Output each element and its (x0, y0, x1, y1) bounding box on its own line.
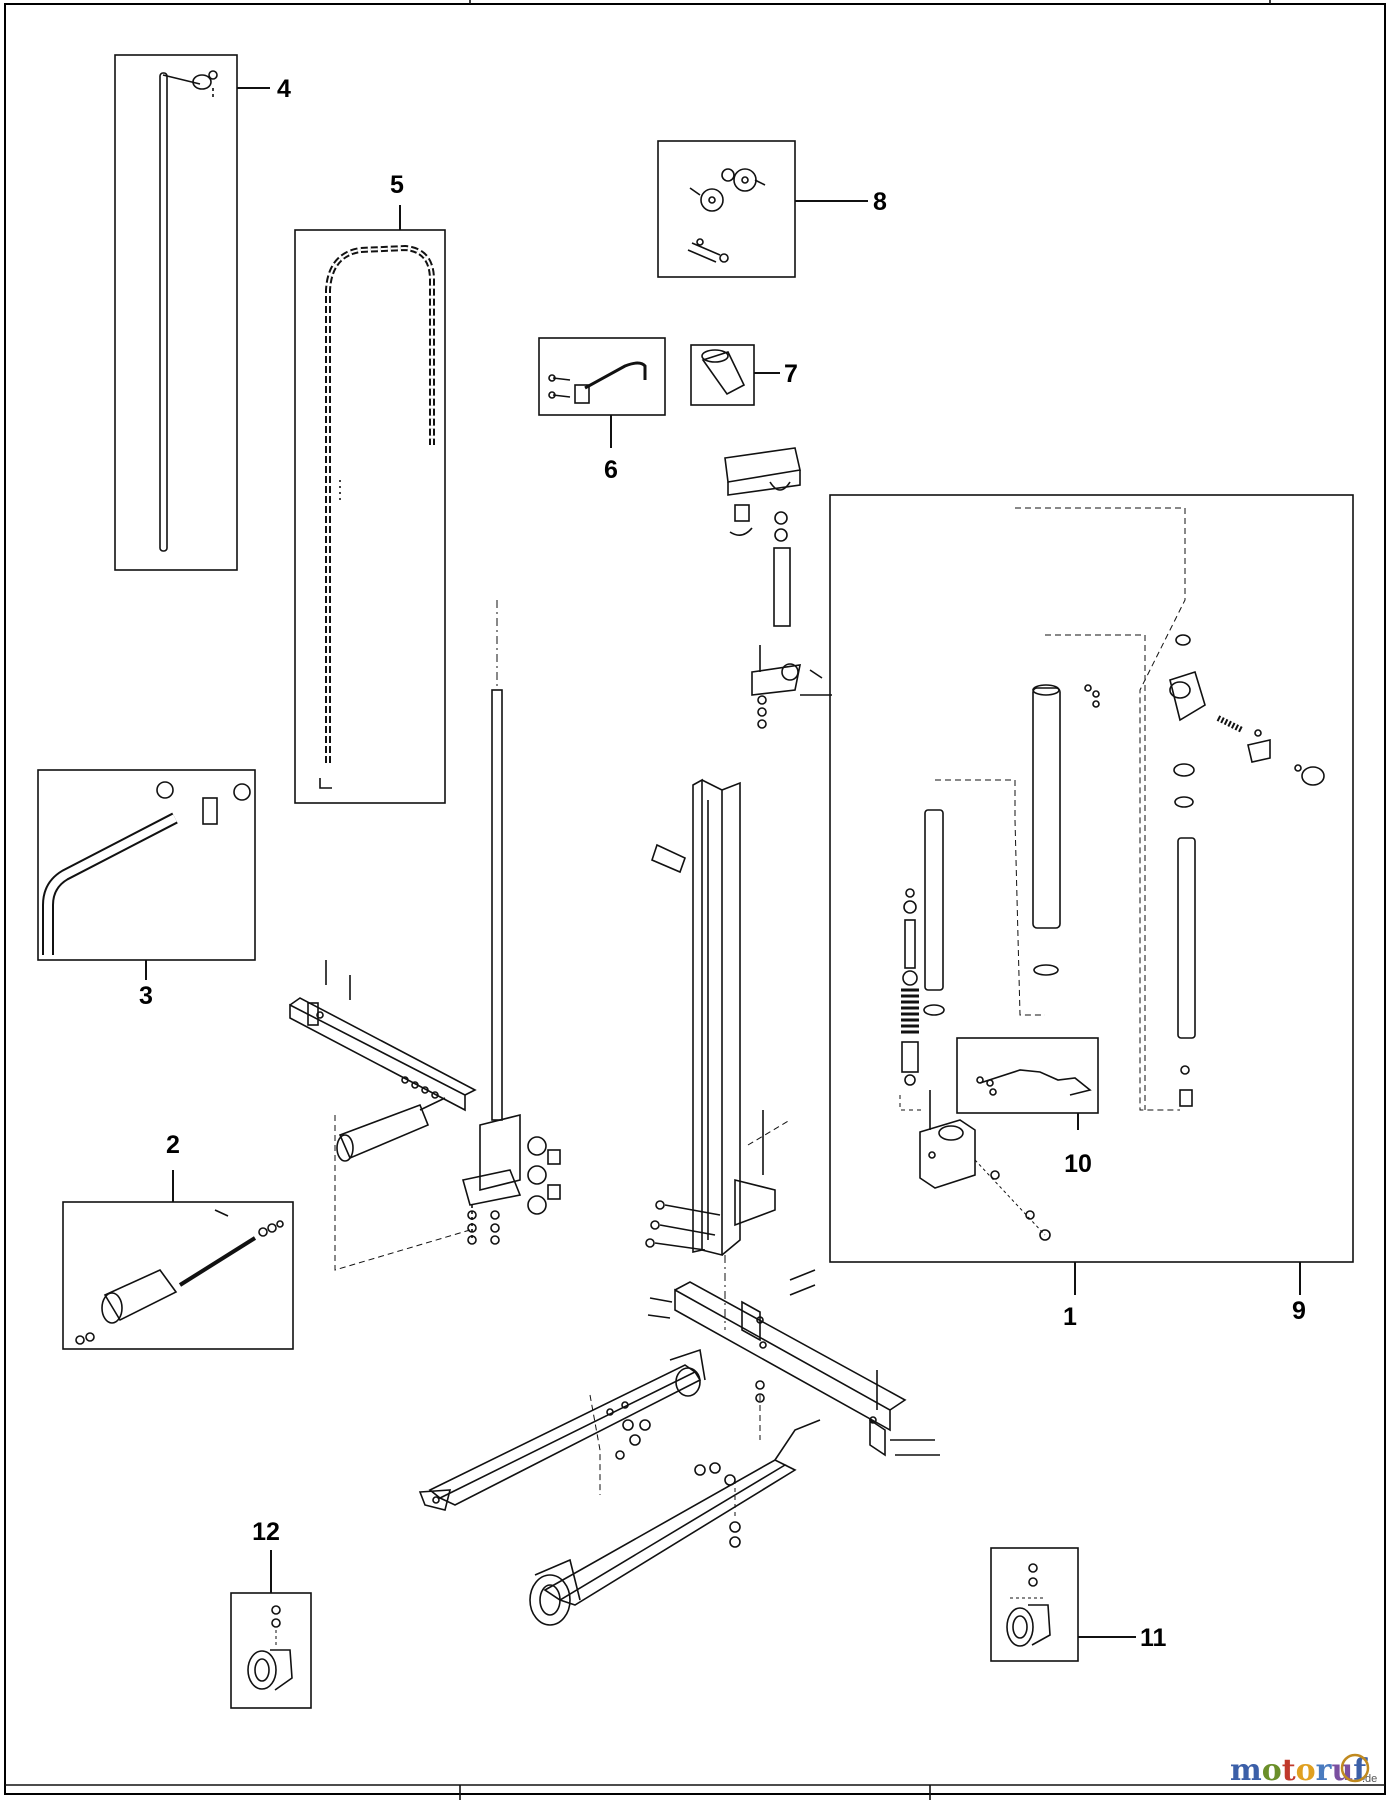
part-2-handle-bar (62, 1170, 294, 1350)
watermark-letter: f (1353, 1753, 1368, 1788)
callout-labels: 1 2 3 4 5 6 7 8 9 10 11 12 (139, 75, 1306, 1652)
watermark-suffix: .de (1362, 1773, 1377, 1785)
watermark-letter: r (1316, 1753, 1333, 1788)
watermark-text: motoruf (1230, 1753, 1368, 1788)
base-frame (418, 1269, 940, 1626)
watermark-letter: o (1296, 1753, 1316, 1788)
callout-5: 5 (390, 171, 404, 199)
part-4-lift-rod (114, 54, 270, 571)
callout-9: 9 (1292, 1297, 1306, 1325)
callout-3: 3 (139, 982, 153, 1010)
watermark-letter: m (1230, 1753, 1262, 1788)
callout-6: 6 (604, 456, 618, 484)
callout-10: 10 (1064, 1150, 1092, 1178)
watermark-letter: t (1282, 1753, 1296, 1788)
callout-4: 4 (277, 75, 291, 103)
callout-7: 7 (784, 360, 798, 388)
callout-2: 2 (166, 1131, 180, 1159)
hitch-assembly (289, 600, 561, 1271)
part-8-pulley-set (657, 140, 868, 278)
callout-8: 8 (873, 188, 887, 216)
callout-11: 11 (1140, 1624, 1167, 1652)
part-5-chain (294, 205, 446, 804)
watermark-letter: o (1262, 1753, 1282, 1788)
watermark-logo: motoruf .de (1230, 1753, 1377, 1788)
part-3-crank-handle (37, 769, 256, 980)
part-6-handle-bracket (538, 337, 666, 448)
mast-assembly (645, 447, 832, 1330)
part-1-9-winch-assembly (829, 494, 1354, 1295)
part-7-grip (690, 344, 780, 406)
callout-12: 12 (252, 1518, 280, 1546)
callout-1: 1 (1063, 1303, 1077, 1331)
page-frame (4, 0, 1386, 1800)
part-11-caster (990, 1547, 1136, 1662)
part-12-caster (230, 1550, 312, 1709)
